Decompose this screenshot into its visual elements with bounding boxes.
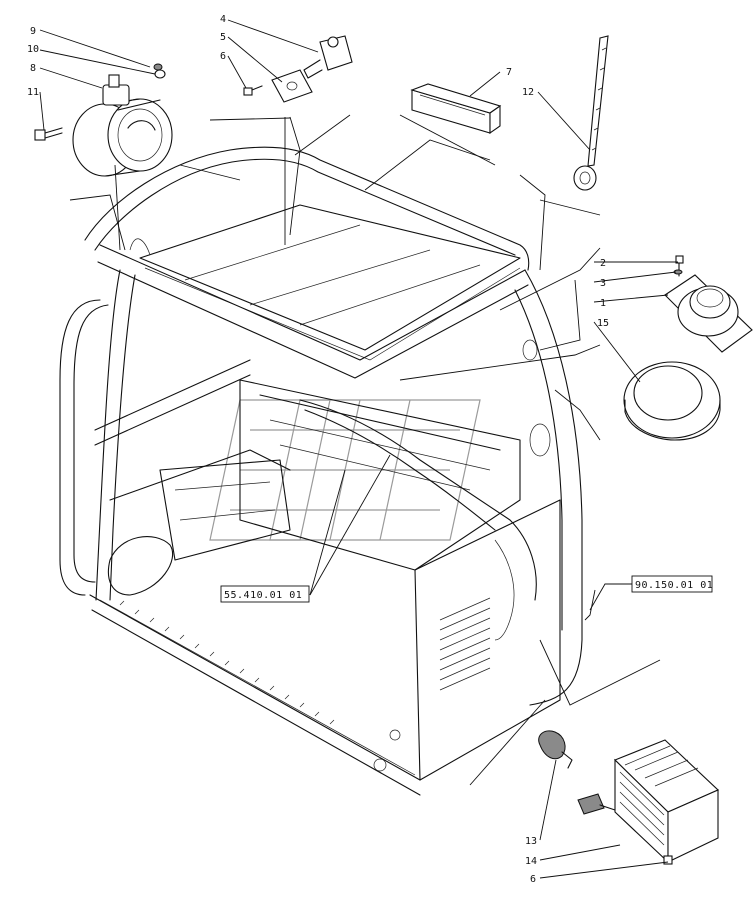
part-7-interior-light xyxy=(410,83,502,135)
reference-box-right: 90.150.01 01 xyxy=(589,575,713,611)
callout-4: 4 xyxy=(220,14,226,25)
part-11-screw xyxy=(34,127,63,141)
part-5-plate xyxy=(271,69,313,103)
cab-frame xyxy=(59,146,583,796)
reference-label-right: 90.150.01 01 xyxy=(635,580,713,591)
part-4-mirror-mount xyxy=(303,35,353,79)
part-1-speaker xyxy=(664,274,753,353)
callout-14: 14 xyxy=(525,856,537,867)
callout-11: 11 xyxy=(27,87,39,98)
part-8-round-lamp xyxy=(72,74,173,177)
callout-12: 12 xyxy=(522,87,534,98)
part-14-control-box xyxy=(577,739,719,865)
callout-5: 5 xyxy=(220,32,226,43)
part-6-screw-top xyxy=(243,85,263,96)
leader-lines xyxy=(39,19,678,879)
part-2-3-screw-washer xyxy=(673,255,684,277)
callout-7: 7 xyxy=(506,67,512,78)
callout-10: 10 xyxy=(27,44,39,55)
part-12-antenna xyxy=(573,35,609,191)
callout-9: 9 xyxy=(30,26,36,37)
reference-box-left: 55.410.01 01 xyxy=(220,585,310,603)
callout-3: 3 xyxy=(600,278,606,289)
reference-label-left: 55.410.01 01 xyxy=(224,590,302,601)
callout-6-top: 6 xyxy=(220,51,226,62)
callout-13: 13 xyxy=(525,836,537,847)
part-13-knob xyxy=(538,730,573,769)
part-9-10-nut xyxy=(153,63,166,79)
callout-1: 1 xyxy=(600,298,606,309)
panel-vents xyxy=(439,597,491,691)
callout-numbers: 9 10 8 11 4 5 6 7 12 2 3 1 15 13 14 6 xyxy=(27,14,609,885)
callout-15: 15 xyxy=(597,318,609,329)
callout-8: 8 xyxy=(30,63,36,74)
part-15-speaker-ring xyxy=(623,361,721,441)
callout-6-bottom: 6 xyxy=(530,874,536,885)
callout-2: 2 xyxy=(600,258,606,269)
